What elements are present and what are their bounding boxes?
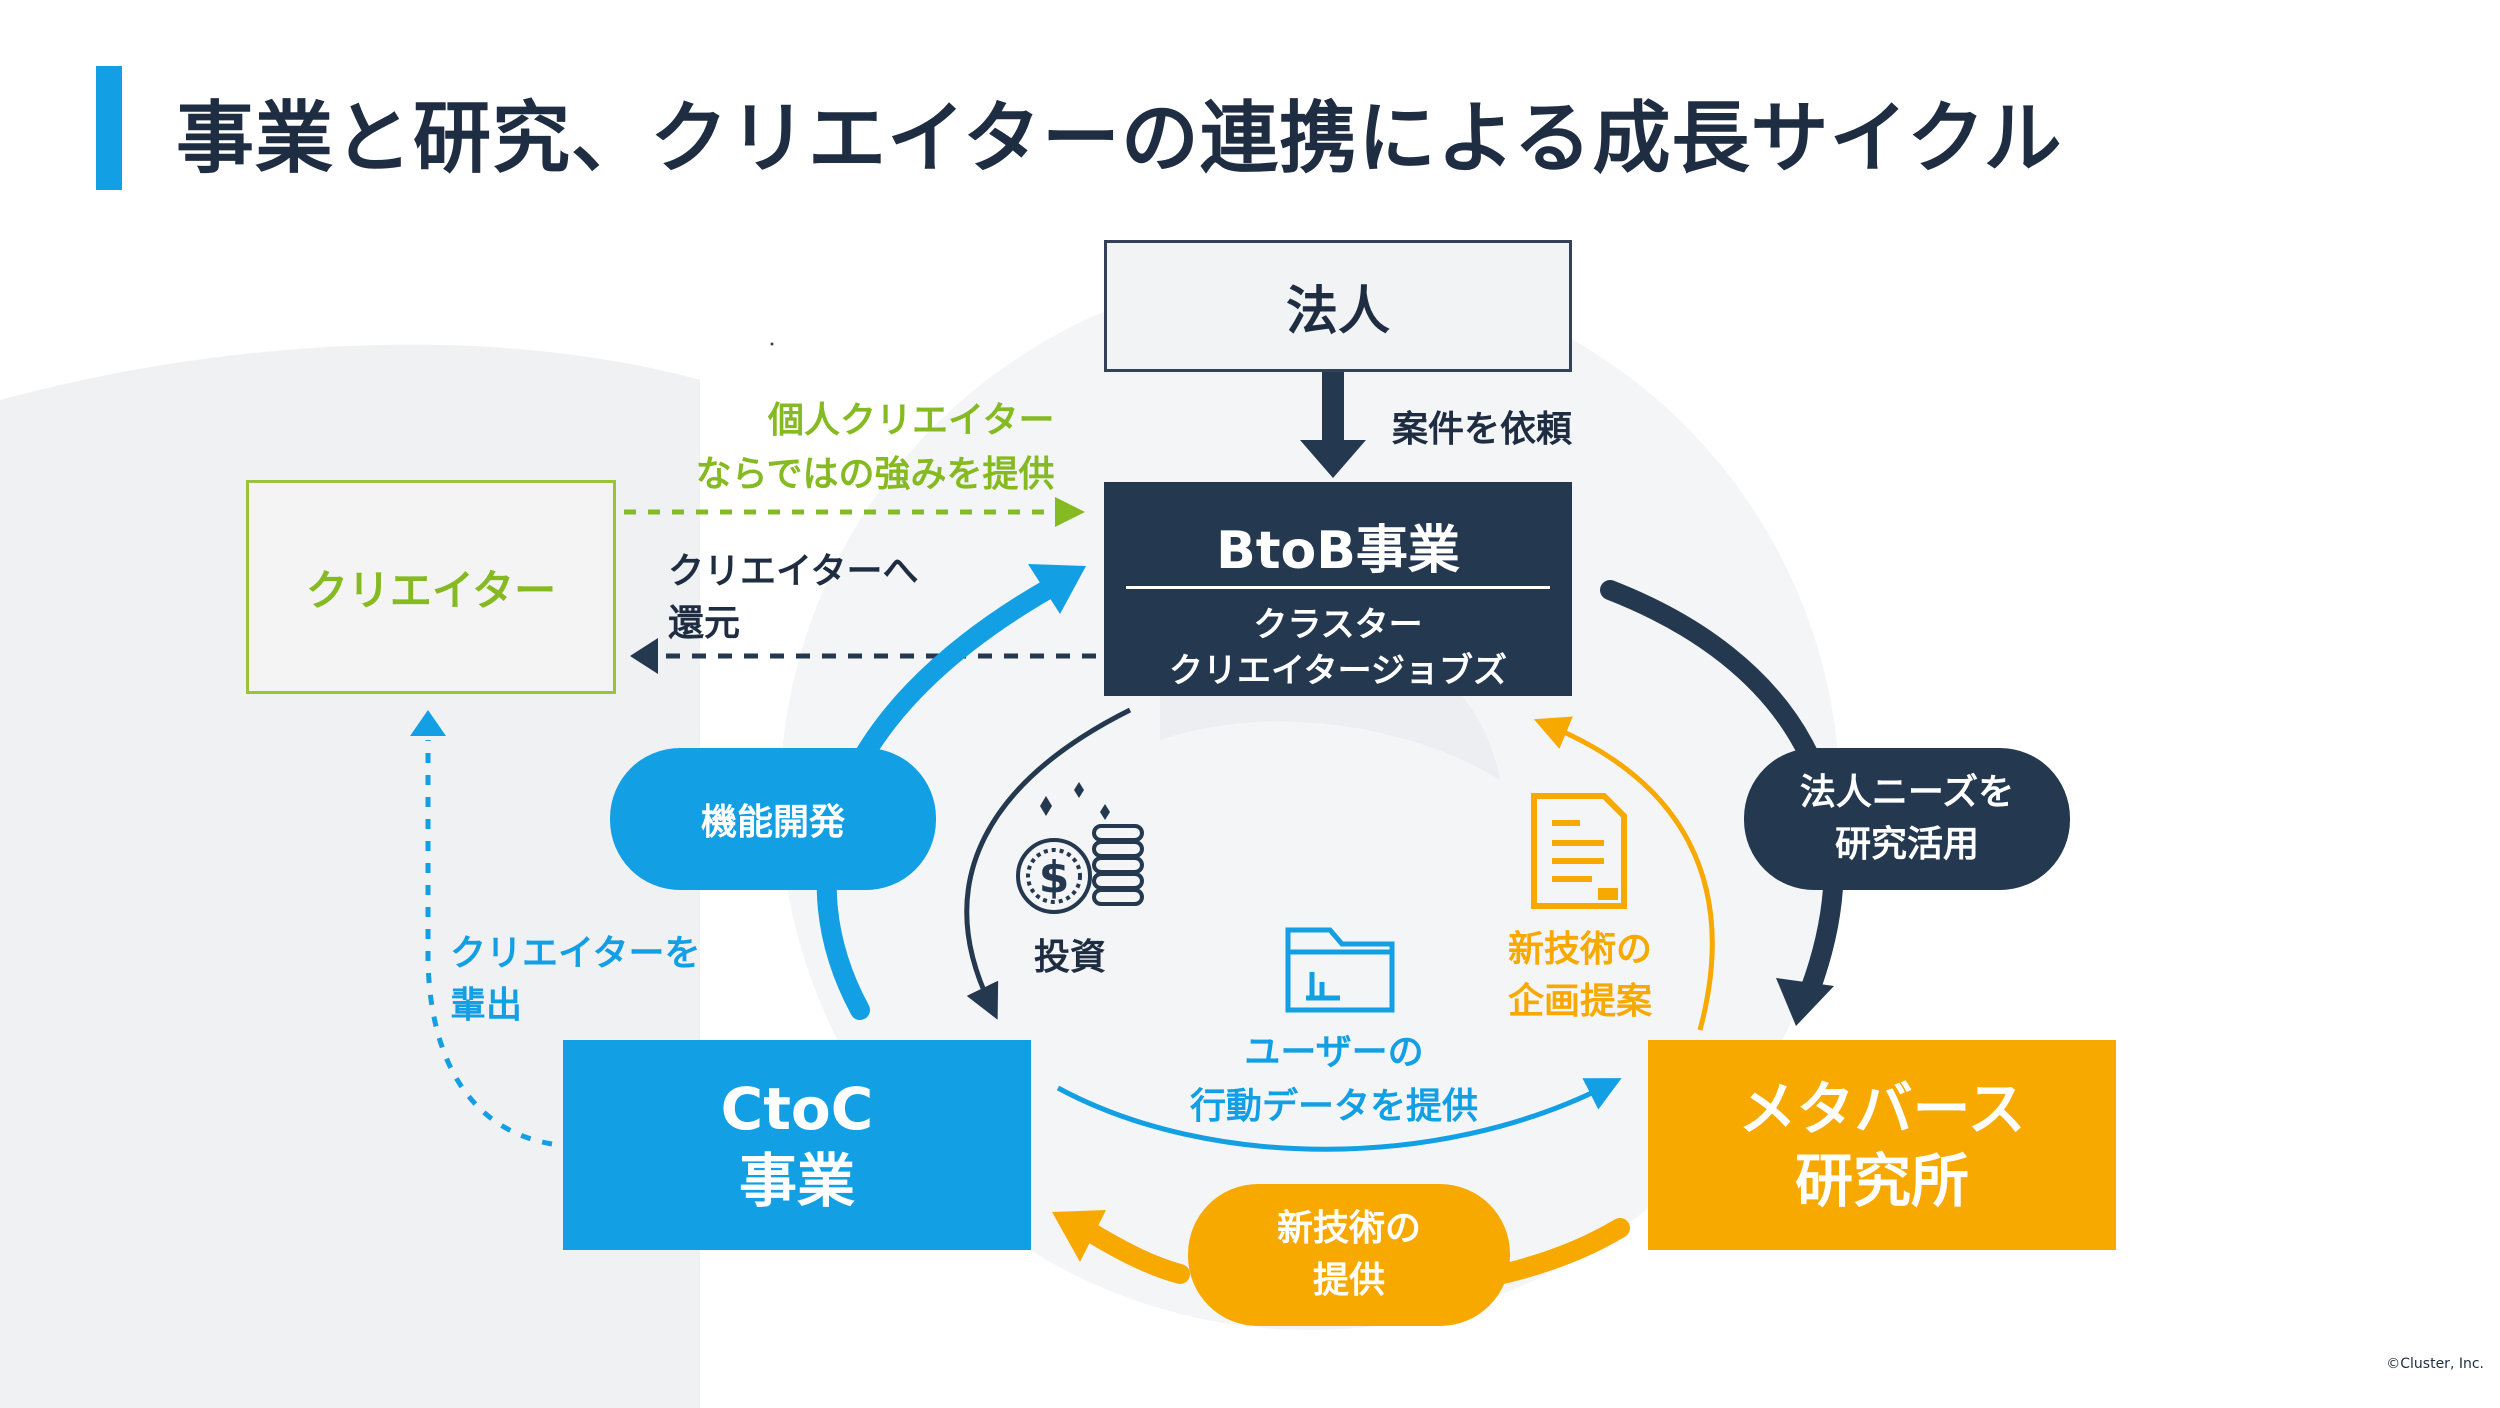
- arrow-ctoc-to-meta: [1056, 1078, 1622, 1152]
- node-btob-subtitle-line2: クリエイタージョブズ: [1169, 651, 1507, 691]
- arrow-btob-to-meta: [1600, 580, 1844, 1000]
- node-ctoc: CtoC 事業: [563, 1040, 1031, 1250]
- arrowhead-btob-to-creator: [630, 638, 658, 674]
- node-btob-subtitle: クラスター クリエイタージョブズ: [1104, 602, 1572, 694]
- node-metaverse-lab: メタバース 研究所: [1648, 1040, 2116, 1250]
- svg-text:$: $: [1039, 852, 1070, 903]
- label-kikaku-teian: 新技術の 企画提案: [1508, 924, 1652, 1028]
- arrowhead-ctoc-to-btob: [1028, 564, 1086, 614]
- node-creator: クリエイター: [246, 480, 616, 694]
- label-kojin-creator: 個人クリエイター ならではの強みを提供: [666, 394, 1055, 502]
- label-kojin-line1: 個人クリエイター: [768, 400, 1055, 441]
- page-title: 事業と研究、クリエイターの連携による成長サイクル: [176, 94, 2063, 184]
- arrowhead-btob-to-meta: [1776, 978, 1834, 1026]
- label-user-data: ユーザーの 行動データを提供: [1190, 1026, 1478, 1134]
- node-btob-subtitle-line1: クラスター: [1253, 605, 1423, 645]
- coins-dollar-icon: $: [1016, 782, 1144, 914]
- node-houjin: 法人: [1104, 240, 1572, 372]
- pill-shingijutsu-line1: 新技術の: [1276, 1208, 1421, 1249]
- label-haishutsu-line1: クリエイターを: [450, 933, 701, 974]
- node-btob: BtoB事業 クラスター クリエイタージョブズ: [1104, 482, 1572, 696]
- pill-houjin-needs-line2: 研究活用: [1834, 824, 1979, 865]
- label-haishutsu: クリエイターを 輩出: [450, 928, 701, 1032]
- arrow-ctoc-to-creator: [425, 740, 553, 1147]
- document-icon: [1531, 793, 1627, 909]
- label-kangen: クリエイターへ 還元: [668, 546, 919, 650]
- pill-kinou-kaihatsu: 機能開発: [610, 748, 936, 890]
- label-kangen-line2: 還元: [668, 603, 741, 644]
- speck: [770, 342, 774, 346]
- node-metaverse-lab-line1: メタバース: [1738, 1075, 2026, 1143]
- label-kikaku-line2: 企画提案: [1508, 981, 1653, 1022]
- pill-houjin-needs-line1: 法人ニーズを: [1799, 772, 2015, 813]
- label-haishutsu-line2: 輩出: [450, 985, 523, 1026]
- arrow-houjin-to-btob: [1300, 372, 1366, 478]
- node-ctoc-line1: CtoC: [720, 1075, 874, 1143]
- label-userdata-line1: ユーザーの: [1244, 1032, 1424, 1073]
- arrowhead-meta-to-ctoc: [1052, 1210, 1106, 1262]
- pill-shingijutsu-line2: 提供: [1312, 1260, 1385, 1301]
- arrow-meta-to-btob: [1533, 716, 1715, 1031]
- copyright: ©Cluster, Inc.: [2386, 1356, 2484, 1372]
- label-toshi: 投資: [1034, 937, 1107, 978]
- label-userdata-line2: 行動データを提供: [1190, 1086, 1479, 1127]
- label-anken-irai: 案件を依頼: [1392, 409, 1573, 450]
- label-kangen-line1: クリエイターへ: [668, 551, 919, 592]
- title-accent-bar: [96, 66, 122, 190]
- pill-houjin-needs: 法人ニーズを 研究活用: [1744, 748, 2070, 890]
- node-btob-title: BtoB事業: [1216, 521, 1460, 581]
- node-metaverse-lab-line2: 研究所: [1794, 1147, 1969, 1215]
- arrow-btob-to-ctoc: [964, 707, 1132, 1020]
- folder-chart-icon: [1285, 927, 1395, 1013]
- node-btob-divider: [1126, 586, 1550, 589]
- arrowhead-ctoc-to-creator: [410, 710, 446, 736]
- pill-shingijutsu-teikyou: 新技術の 提供: [1188, 1184, 1510, 1326]
- label-kojin-line2: ならではの強みを提供: [695, 454, 1055, 495]
- node-ctoc-line2: 事業: [738, 1147, 855, 1215]
- label-kikaku-line1: 新技術の: [1508, 929, 1653, 970]
